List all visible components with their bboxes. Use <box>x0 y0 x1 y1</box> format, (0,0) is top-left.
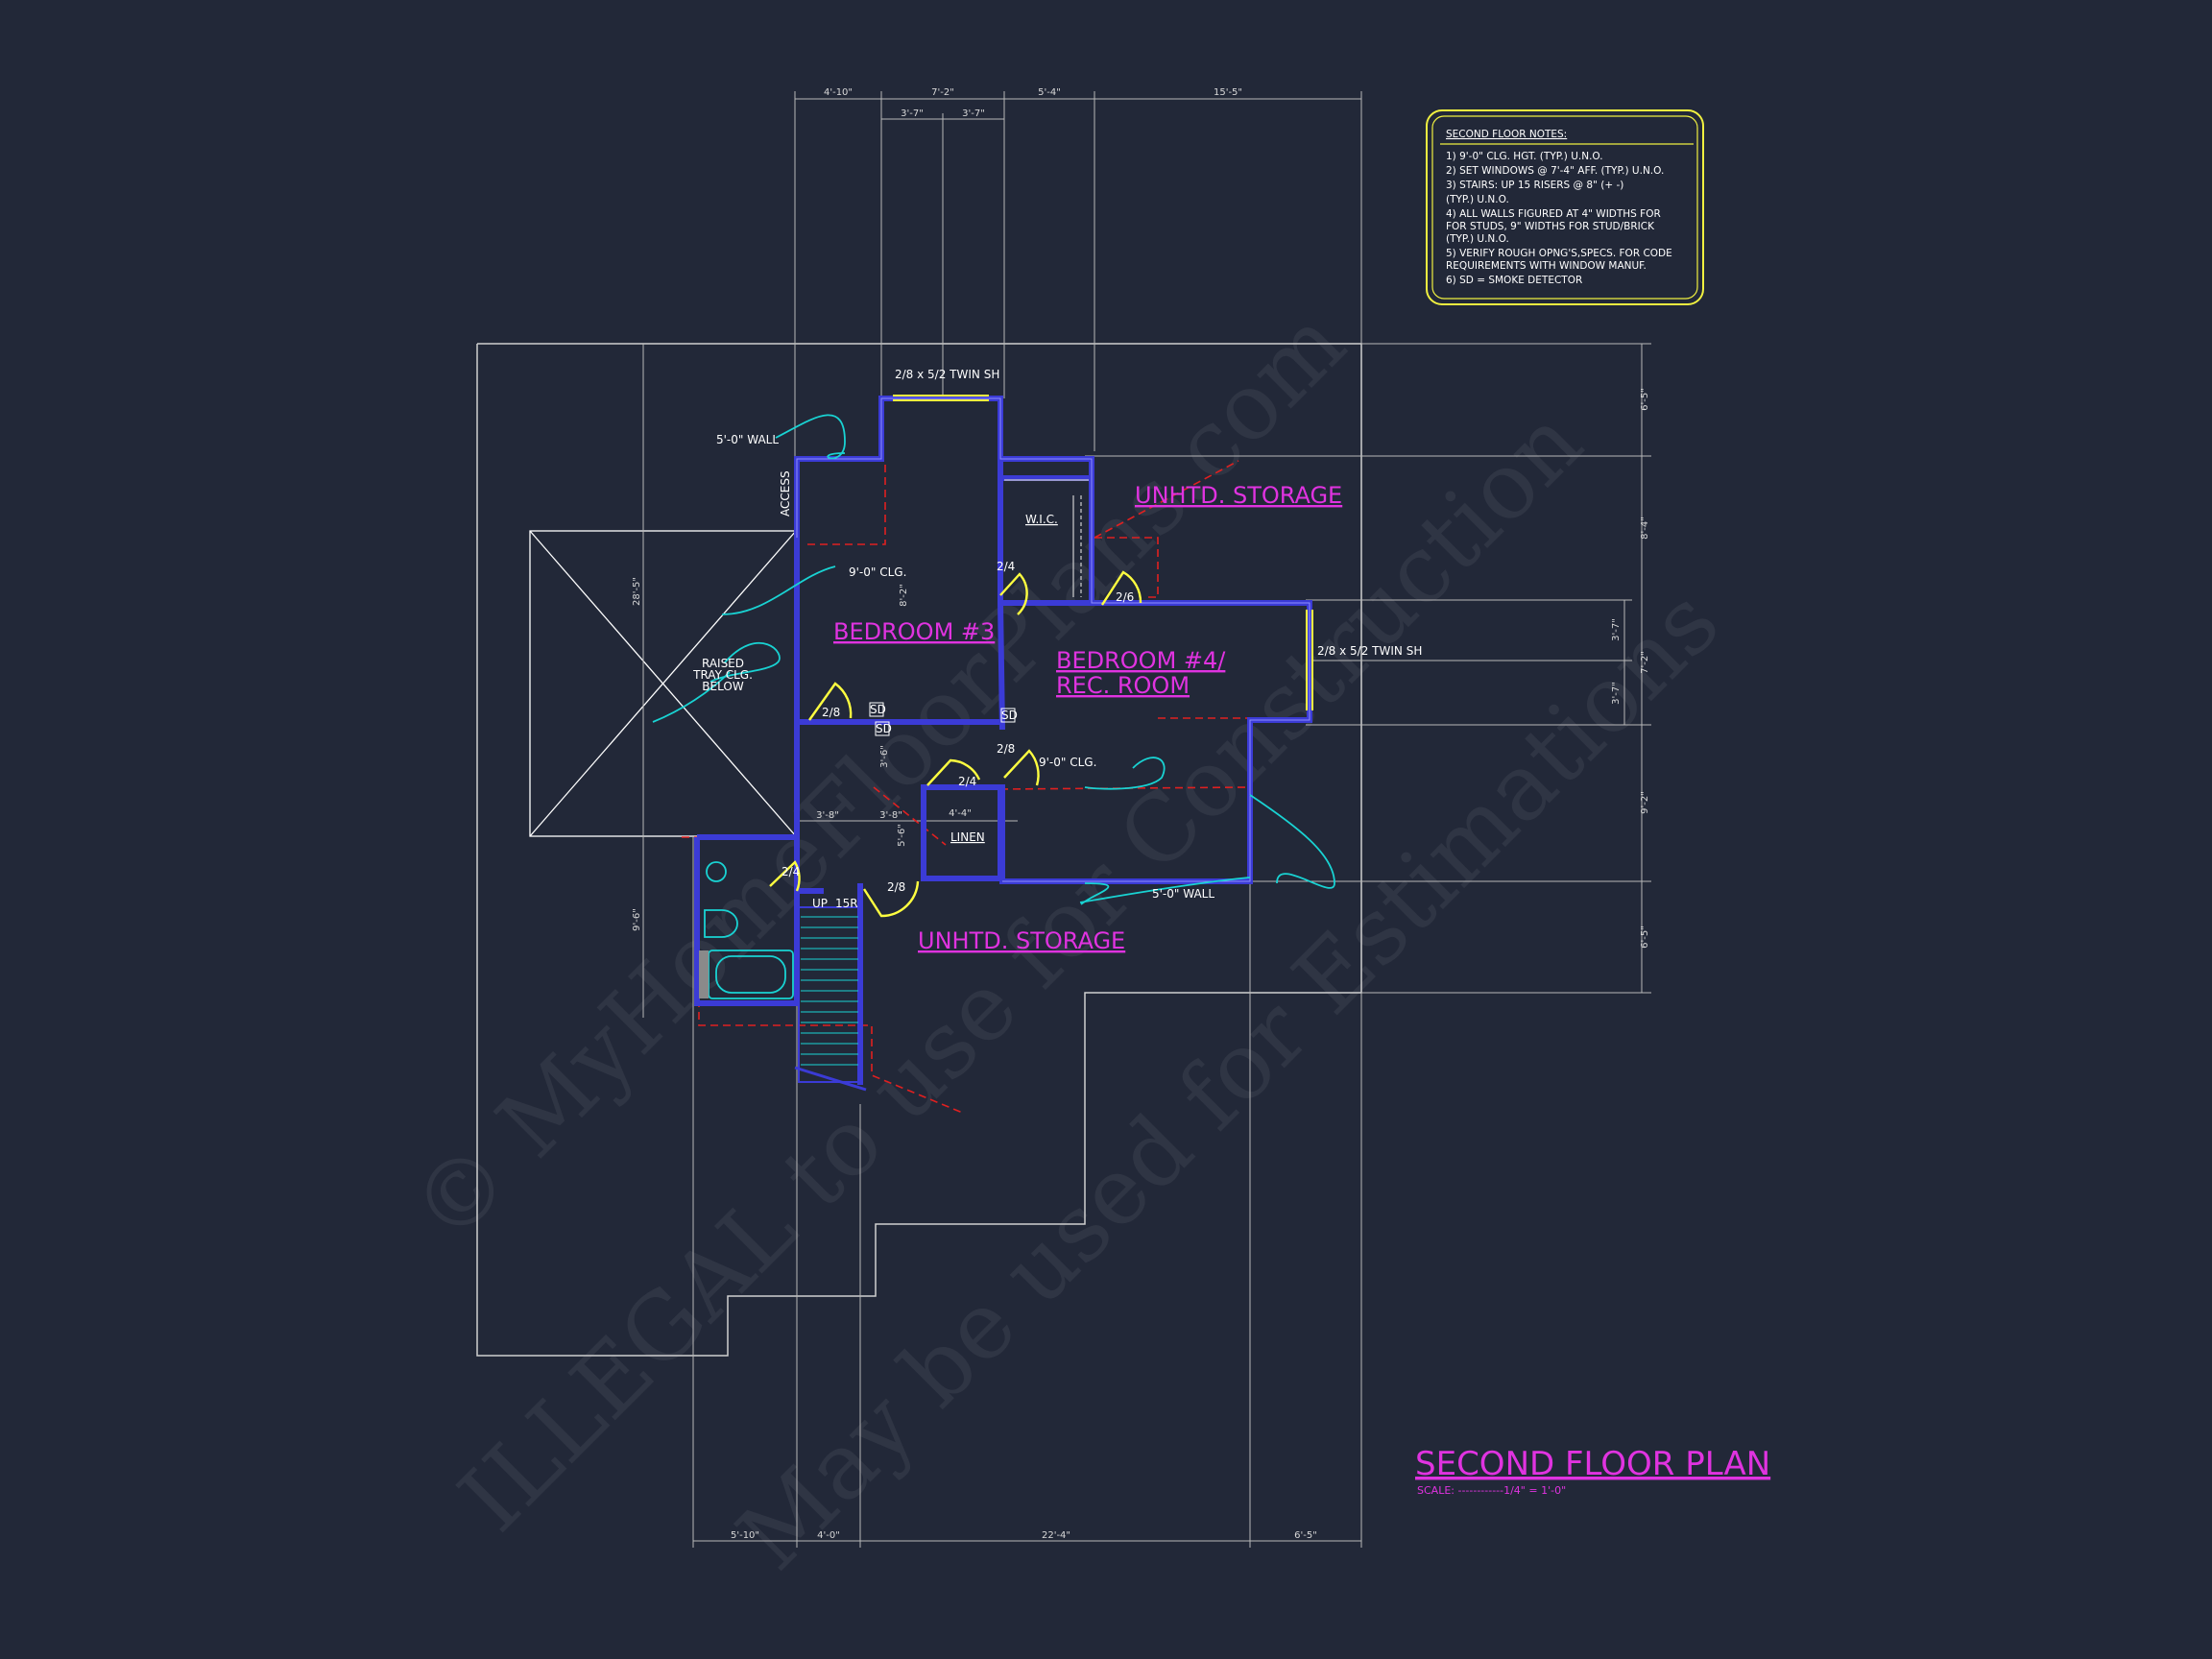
dim-top-4: 15'-5" <box>1214 87 1242 98</box>
sd-label-3: SD <box>1001 709 1018 722</box>
note-line-9: REQUIREMENTS WITH WINDOW MANUF. <box>1446 260 1647 272</box>
dim-bottom-1: 5'-10" <box>731 1530 759 1541</box>
dim-inner-2: 3'-8" <box>879 810 902 821</box>
leaders <box>652 414 1335 905</box>
dim-inner-3: 4'-4" <box>949 808 972 819</box>
room-storage-bottom: UNHTD. STORAGE <box>918 927 1125 954</box>
dim-right-4: 7'-2" <box>1640 651 1650 674</box>
dim-right-1: 6'-5" <box>1640 388 1650 411</box>
note-line-8: 5) VERIFY ROUGH OPNG'S,SPECS. FOR CODE <box>1446 248 1672 259</box>
plan-title: SECOND FLOOR PLAN <box>1415 1445 1770 1483</box>
note-line-10: 6) SD = SMOKE DETECTOR <box>1446 275 1582 286</box>
dim-inner-6: 5'-6" <box>897 824 907 847</box>
door-tag-3: 2/8 <box>822 706 840 719</box>
door-tag-1: 2/4 <box>997 560 1015 573</box>
dim-right-6: 9'-2" <box>1640 791 1650 814</box>
stairs <box>794 906 867 1092</box>
dim-right-3: 3'-7" <box>1611 618 1622 641</box>
note-line-4: (TYP.) U.N.O. <box>1446 194 1509 205</box>
sd-label-2: SD <box>876 722 892 735</box>
dim-top-sub-1: 3'-7" <box>901 108 924 119</box>
note-line-7: (TYP.) U.N.O. <box>1446 233 1509 245</box>
clg-hall-label: 9'-0" CLG. <box>1039 756 1096 769</box>
dim-inner-1: 3'-8" <box>816 810 839 821</box>
dim-top-3: 5'-4" <box>1038 87 1061 98</box>
dim-top-1: 4'-10" <box>824 87 853 98</box>
tray-label-1: RAISED <box>702 657 744 670</box>
stair-risers-label: 15R <box>835 897 858 910</box>
dim-bottom-2: 4'-0" <box>817 1530 840 1541</box>
dim-right-5: 3'-7" <box>1611 682 1622 705</box>
room-bedroom-4-line-1: BEDROOM #4/ <box>1056 647 1226 674</box>
notes-title: SECOND FLOOR NOTES: <box>1446 129 1567 140</box>
note-line-6: FOR STUDS, 9" WIDTHS FOR STUD/BRICK <box>1446 221 1655 232</box>
tray-ceiling <box>529 530 797 837</box>
room-linen: LINEN <box>950 830 985 844</box>
smoke-detectors <box>869 702 1016 736</box>
wall-top-label: 5'-0" WALL <box>716 433 779 446</box>
dimension-lines <box>642 91 1651 1548</box>
tray-label-3: BELOW <box>702 680 744 693</box>
notes-box: SECOND FLOOR NOTES: 1) 9'-0" CLG. HGT. (… <box>1426 109 1704 305</box>
door-tag-7: 2/8 <box>887 880 905 894</box>
room-bedroom-4-line-2: REC. ROOM <box>1056 672 1190 699</box>
wall-bottom-label: 5'-0" WALL <box>1152 887 1214 901</box>
bath-fixtures <box>699 861 794 999</box>
room-bedroom-3: BEDROOM #3 <box>833 618 995 645</box>
dim-top-2: 7'-2" <box>931 87 954 98</box>
doors <box>769 570 1142 918</box>
window-right-label: 2/8 x 5/2 TWIN SH <box>1317 644 1422 658</box>
door-tag-5: 2/4 <box>958 775 976 788</box>
stair-up-label: UP <box>812 897 828 910</box>
wic-shelf <box>1004 479 1089 597</box>
plan-scale: SCALE: ------------1/4" = 1'-0" <box>1417 1484 1566 1497</box>
dim-left-1: 28'-5" <box>632 577 642 606</box>
note-line-1: 1) 9'-0" CLG. HGT. (TYP.) U.N.O. <box>1446 151 1603 162</box>
hidden-lines <box>682 460 1249 1115</box>
dim-bottom-3: 22'-4" <box>1042 1530 1070 1541</box>
roof-outline <box>476 343 1362 1357</box>
note-line-2: 2) SET WINDOWS @ 7'-4" AFF. (TYP.) U.N.O… <box>1446 165 1664 177</box>
sink <box>706 861 727 882</box>
tray-label-2: TRAY CLG. <box>692 668 753 682</box>
clg-bed3-label: 9'-0" CLG. <box>849 565 906 579</box>
access-label: ACCESS <box>779 470 792 517</box>
door-tag-4: 2/8 <box>997 742 1015 756</box>
room-storage-top: UNHTD. STORAGE <box>1135 482 1342 509</box>
dim-right-7: 6'-5" <box>1640 926 1650 949</box>
window-top-label: 2/8 x 5/2 TWIN SH <box>895 368 999 381</box>
note-line-3: 3) STAIRS: UP 15 RISERS @ 8" (+ -) <box>1446 180 1623 191</box>
dim-right-2: 8'-4" <box>1640 517 1650 540</box>
sd-label-1: SD <box>870 703 886 716</box>
walls <box>694 396 1312 1085</box>
dim-left-2: 9'-6" <box>632 908 642 931</box>
dim-inner-4: 8'-2" <box>899 584 909 607</box>
toilet <box>704 909 738 938</box>
room-wic: W.I.C. <box>1025 513 1058 526</box>
dim-inner-5: 3'-6" <box>879 745 890 768</box>
door-tag-6: 2/4 <box>781 865 800 878</box>
dim-bottom-4: 6'-5" <box>1294 1530 1317 1541</box>
windows <box>893 395 1313 710</box>
note-line-5: 4) ALL WALLS FIGURED AT 4" WIDTHS FOR <box>1446 208 1661 220</box>
door-tag-2: 2/6 <box>1116 590 1134 604</box>
dim-top-sub-2: 3'-7" <box>962 108 985 119</box>
